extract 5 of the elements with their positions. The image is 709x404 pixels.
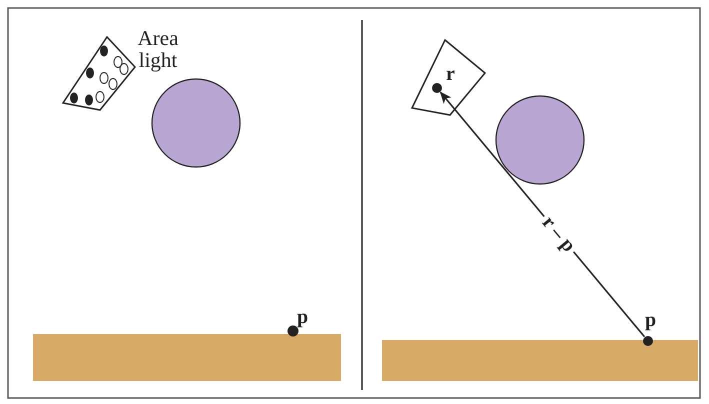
point-marker bbox=[643, 336, 653, 346]
point-label: r bbox=[446, 64, 455, 84]
point-label: p bbox=[297, 306, 310, 328]
light-label: Area light bbox=[136, 27, 180, 71]
point-label: p bbox=[645, 310, 656, 330]
